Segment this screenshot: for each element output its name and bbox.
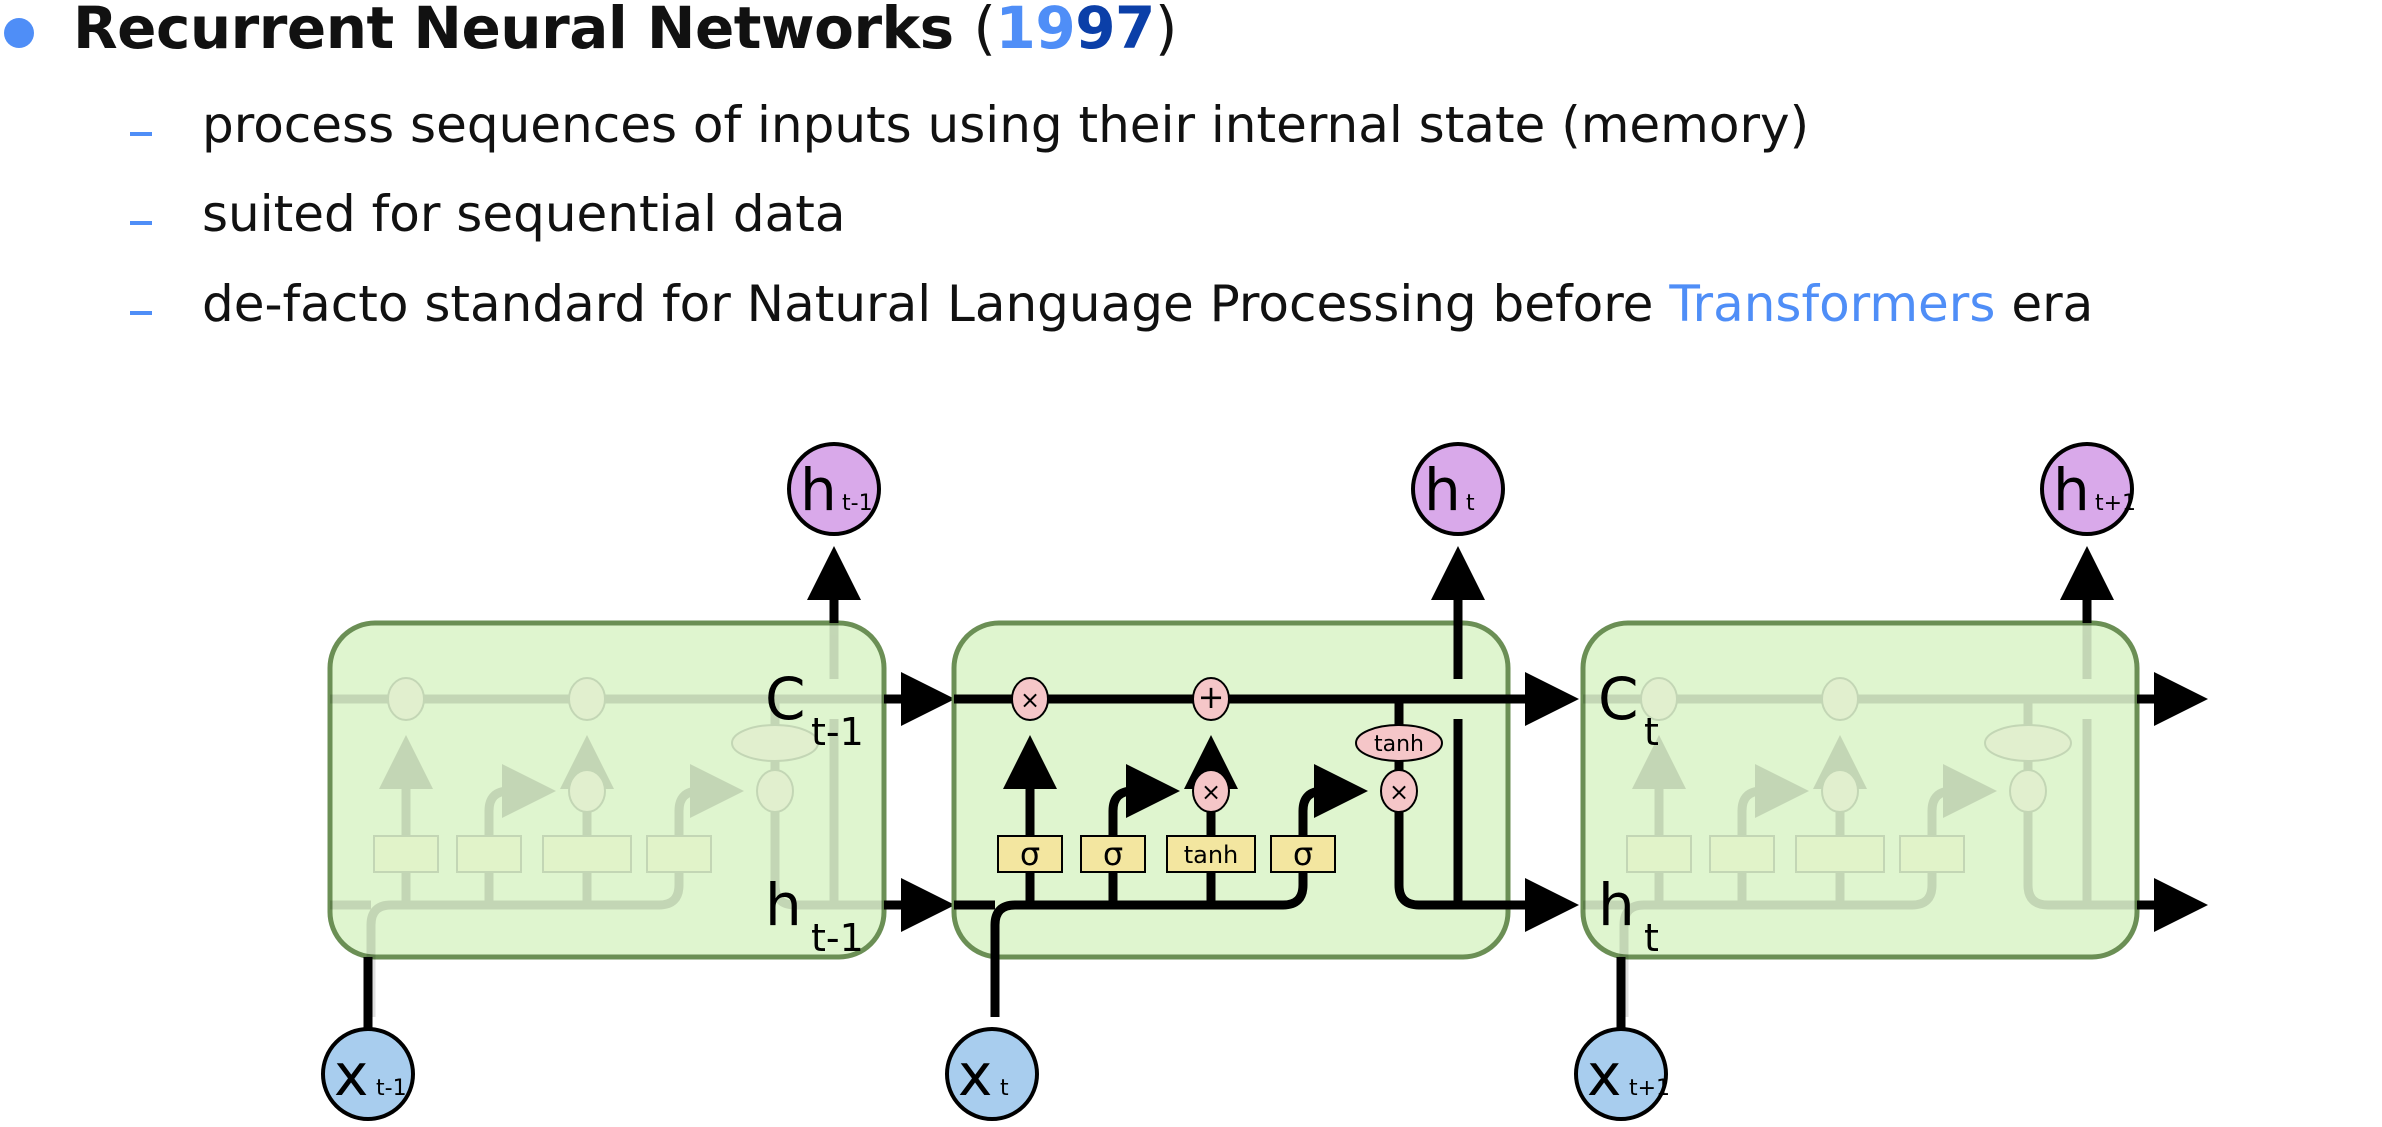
input-multiply-op (1192, 769, 1230, 813)
forget-multiply-op (1011, 677, 1049, 721)
output-label: h (800, 456, 837, 524)
input-multiply-op-label: × (1201, 778, 1221, 806)
layer-box (997, 835, 1063, 873)
state-subscript: t (1644, 710, 1659, 754)
output-gate-arrow (1298, 764, 1368, 836)
close-paren: ) (1154, 0, 1178, 62)
layer-box (1166, 835, 1256, 873)
slide-title: Recurrent Neural Networks (1997) (73, 0, 1178, 62)
tanh-op (1984, 724, 2072, 762)
input-node (1574, 1027, 1668, 1121)
layer-box (542, 835, 632, 873)
input-gate-arrow (484, 764, 556, 836)
tanh-op (731, 724, 819, 762)
bullet-dot (4, 18, 34, 48)
output-gate-arrow (1927, 764, 1997, 836)
output-subscript: t+1 (2095, 491, 2136, 516)
input-node (321, 1027, 415, 1121)
state-subscript: t (1644, 916, 1659, 960)
hidden-output-line (770, 791, 884, 910)
layer-box (646, 835, 712, 873)
input-gate-arrow (1737, 764, 1809, 836)
bullet-text: de-facto standard for Natural Language P… (202, 275, 2093, 333)
state-subscript: t-1 (811, 710, 864, 754)
faded-internals (1583, 613, 2137, 1017)
layer-box (1080, 835, 1146, 873)
tanh-op (1355, 724, 1443, 762)
open-paren: ( (973, 0, 996, 62)
output-label: h (1424, 456, 1461, 524)
bullet-text: process sequences of inputs using their … (202, 96, 1810, 154)
forget-multiply-op-label: × (1020, 686, 1040, 714)
add-op-label: + (1198, 678, 1225, 716)
dash-icon (130, 311, 152, 315)
text-before: de-facto standard for Natural Language P… (202, 275, 1670, 333)
output-multiply-op (1380, 769, 1418, 813)
layer-box (1899, 835, 1965, 873)
forget-multiply-op (1640, 677, 1678, 721)
output-node (787, 442, 881, 536)
add-op (1192, 677, 1230, 721)
state-subscript: t-1 (811, 916, 864, 960)
hidden-input-line (366, 854, 684, 1017)
input-subscript: t (1000, 1076, 1009, 1101)
layer-box (1795, 835, 1885, 873)
layer-label: σ (1293, 835, 1313, 873)
input-gate-arrow (1108, 764, 1180, 836)
output-multiply-op (2009, 769, 2047, 813)
layer-box (1626, 835, 1692, 873)
text-after: era (1995, 275, 2094, 333)
output-multiply-op (756, 769, 794, 813)
input-subscript: t-1 (376, 1076, 407, 1101)
cell-box (951, 620, 1511, 960)
input-label: x (958, 1041, 992, 1109)
input-label: x (1587, 1041, 1621, 1109)
hidden-output-line (1394, 791, 1508, 910)
title-text: Recurrent Neural Networks (73, 0, 954, 62)
transformers-link: Transformers (1669, 275, 1996, 333)
input-label: x (334, 1041, 368, 1109)
layer-label: tanh (1184, 841, 1239, 869)
forget-multiply-op (387, 677, 425, 721)
state-label: h (1598, 871, 1635, 939)
output-multiply-op-label: × (1389, 778, 1409, 806)
hidden-input-line (990, 854, 1308, 1017)
cell-box (1580, 620, 2140, 960)
state-label: C (1598, 665, 1639, 733)
state-label: C (765, 665, 806, 733)
add-op (568, 677, 606, 721)
layer-box (1709, 835, 1775, 873)
layer-box (373, 835, 439, 873)
input-multiply-op (568, 769, 606, 813)
input-subscript: t+1 (1629, 1076, 1670, 1101)
layer-label: σ (1103, 835, 1123, 873)
state-label: h (765, 871, 802, 939)
cell-box (327, 620, 887, 960)
year-part2: 97 (1075, 0, 1155, 62)
layer-box (1270, 835, 1336, 873)
output-subscript: t-1 (842, 491, 873, 516)
hidden-input-line (1619, 854, 1937, 1017)
output-node (1411, 442, 1505, 536)
layer-label: σ (1020, 835, 1040, 873)
output-gate-arrow (674, 764, 744, 836)
output-node (2040, 442, 2134, 536)
bullet-text: suited for sequential data (202, 185, 846, 243)
faded-internals (330, 613, 884, 1017)
input-multiply-op (1821, 769, 1859, 813)
output-label: h (2053, 456, 2090, 524)
dash-icon (130, 132, 152, 136)
hidden-output-line (2023, 791, 2137, 910)
output-subscript: t (1466, 491, 1475, 516)
year-part1: 19 (995, 0, 1076, 62)
layer-box (456, 835, 522, 873)
add-op (1821, 677, 1859, 721)
tanh-op-label: tanh (1374, 732, 1424, 757)
input-node (945, 1027, 1039, 1121)
dash-icon (130, 221, 152, 225)
